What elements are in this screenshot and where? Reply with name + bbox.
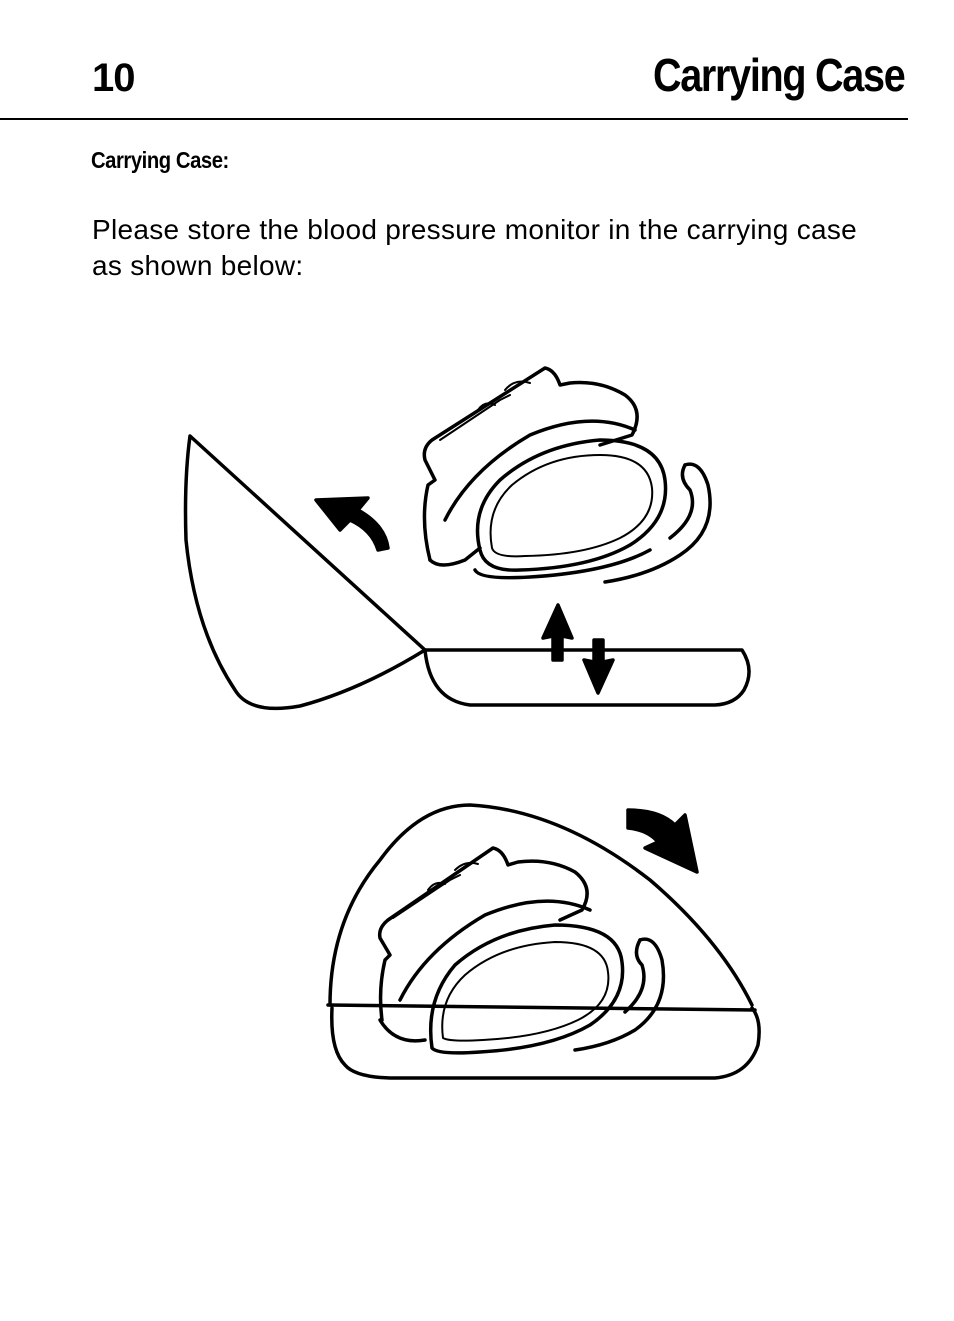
page-title: Carrying Case bbox=[652, 49, 906, 101]
lid-close-arrow-icon bbox=[626, 808, 699, 874]
header-divider bbox=[0, 118, 908, 120]
case-lid-open bbox=[183, 434, 427, 711]
open-case-illustration bbox=[183, 366, 751, 711]
case-base bbox=[423, 648, 751, 707]
page-number: 10 bbox=[92, 56, 135, 100]
monitor-device-top bbox=[422, 366, 712, 584]
case-base-closed bbox=[330, 1006, 761, 1080]
closed-case-illustration bbox=[326, 803, 761, 1080]
lid-open-arrow-icon bbox=[314, 496, 390, 552]
insert-arrow-icon bbox=[541, 603, 615, 695]
monitor-device-bottom bbox=[377, 846, 666, 1055]
case-seam bbox=[326, 1003, 757, 1012]
instruction-text: Please store the blood pressure monitor … bbox=[92, 214, 858, 281]
case-lid-closed bbox=[328, 803, 754, 1007]
section-heading: Carrying Case: bbox=[91, 147, 229, 173]
